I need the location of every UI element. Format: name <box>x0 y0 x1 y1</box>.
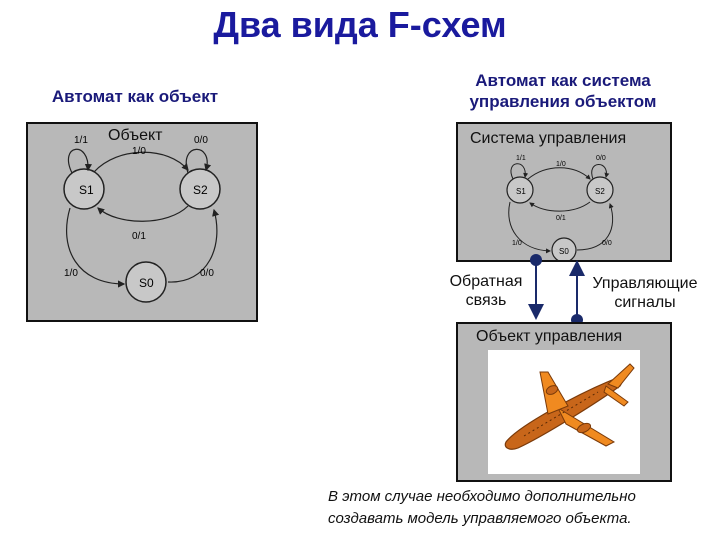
state-s0-label: S0 <box>139 276 154 290</box>
right-heading: Автомат как система управления объектом <box>438 70 688 112</box>
r-s1-to-s0-arrow <box>508 201 551 254</box>
state-s0-node <box>125 261 167 303</box>
r-s1-to-s2-arrow <box>527 167 591 180</box>
control-signals-label-line2: сигналы <box>614 294 676 311</box>
state-s1-label: S1 <box>79 183 94 197</box>
s0-to-s2-label: 0/0 <box>200 268 214 279</box>
r-s0-to-s2-label: 0/0 <box>602 240 612 247</box>
s0-to-s2-arrow <box>167 208 220 283</box>
s1-to-s2-arrow <box>93 151 189 173</box>
object-automaton-box: S1 S2 S0 1/1 0/0 1/0 0/1 1/0 0/0 Объект <box>26 122 258 322</box>
control-system-label: Система управления <box>470 130 627 147</box>
r-s1-to-s0-label: 1/0 <box>512 240 522 247</box>
control-system-box: Система управления S1 S2 S0 1/1 0/0 1/0 … <box>456 122 672 262</box>
r-state-s0-label: S0 <box>559 247 569 256</box>
s2-loop-label: 0/0 <box>194 135 208 146</box>
s2-to-s1-arrow <box>97 205 189 222</box>
note-line2: создавать модель управляемого объекта. <box>328 510 632 527</box>
r-state-s2-label: S2 <box>595 187 605 196</box>
right-state-diagram: S1 S2 S0 1/1 0/0 1/0 0/1 1/0 0/0 <box>506 155 614 260</box>
s2-to-s1-label: 0/1 <box>132 231 146 242</box>
r-s1-to-s2-label: 1/0 <box>556 161 566 168</box>
object-box-label: Объект <box>108 127 163 144</box>
state-s2-label: S2 <box>193 183 208 197</box>
state-s2-node <box>179 168 221 210</box>
right-heading-line1: Автомат как система <box>475 71 651 90</box>
page-title: Два вида F-схем <box>213 4 507 45</box>
airplane-icon <box>504 363 635 450</box>
s1-to-s0-label: 1/0 <box>64 268 78 279</box>
control-signals-label-line1: Управляющие <box>592 275 698 292</box>
controlled-object-box: Объект управления <box>456 322 672 482</box>
r-s2-loop-arrow <box>591 164 610 180</box>
r-state-s2-node <box>586 176 614 204</box>
feedback-label-line1: Обратная <box>449 273 523 290</box>
r-s0-to-s2-arrow <box>576 203 614 251</box>
r-state-s1-label: S1 <box>516 187 526 196</box>
r-s2-loop-label: 0/0 <box>596 155 606 162</box>
note-line1: В этом случае необходимо дополнительно <box>328 488 636 505</box>
s1-loop-label: 1/1 <box>74 135 88 146</box>
s1-to-s0-arrow <box>66 207 126 288</box>
s1-loop-arrow <box>67 148 92 174</box>
left-state-diagram: S1 S2 S0 1/1 0/0 1/0 0/1 1/0 0/0 <box>63 135 221 303</box>
state-s1-node <box>63 168 105 210</box>
control-signals-label: Управляющие сигналы <box>582 274 708 312</box>
feedback-label: Обратная связь <box>440 272 532 310</box>
note-text: В этом случае необходимо дополнительно с… <box>328 486 714 530</box>
r-s2-to-s1-label: 0/1 <box>556 215 566 222</box>
controlled-object-label: Объект управления <box>476 328 623 345</box>
r-s1-loop-arrow <box>510 163 529 180</box>
right-heading-line2: управления объектом <box>469 92 657 111</box>
left-heading: Автомат как объект <box>51 87 219 106</box>
r-state-s0-node <box>551 237 577 260</box>
r-state-s1-node <box>506 176 534 204</box>
r-s1-loop-label: 1/1 <box>516 155 526 162</box>
airplane-image <box>488 350 640 474</box>
r-s2-to-s1-arrow <box>529 201 591 212</box>
feedback-label-line2: связь <box>465 292 507 309</box>
s1-to-s2-label: 1/0 <box>132 146 146 157</box>
